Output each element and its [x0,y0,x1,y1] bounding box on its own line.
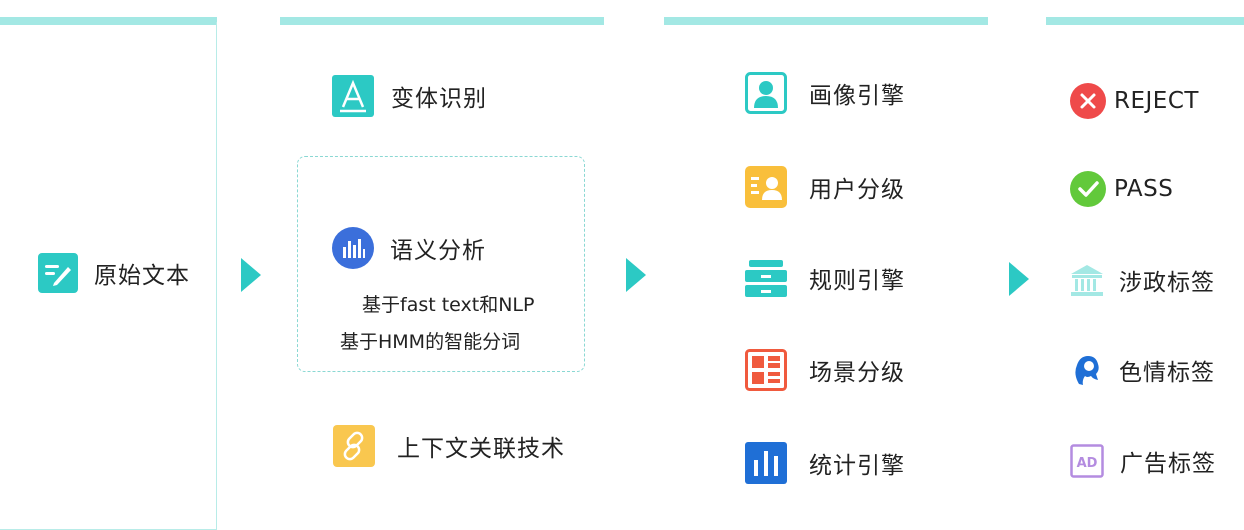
semantic-analysis-box [297,156,585,372]
engine-portrait-label: 画像引擎 [809,83,905,109]
input-stage-label: 原始文本 [94,263,190,289]
semantic-analysis: 语义分析 [332,227,486,269]
result-pass-label: PASS [1114,176,1174,202]
government-building-icon [1069,262,1105,298]
column-header-bar-analysis [280,17,604,25]
bar-chart-icon [745,442,787,484]
input-stage: 原始文本 [38,253,190,293]
check-icon [1070,171,1106,207]
context-association-label: 上下文关联技术 [397,436,565,462]
engine-user-grading: 用户分级 [745,166,905,208]
column-header-bar-engines [664,17,988,25]
result-political-tag: 涉政标签 [1069,262,1215,298]
result-ad-tag-label: 广告标签 [1120,451,1216,477]
reject-icon [1070,83,1106,119]
variant-recognition: 变体识别 [332,75,487,117]
result-political-tag-label: 涉政标签 [1119,270,1215,296]
column-header-bar-results [1046,17,1244,25]
flow-arrow-2 [626,258,646,292]
result-porn-tag: 色情标签 [1069,352,1215,388]
engine-rules-label: 规则引擎 [809,268,905,294]
result-reject-label: REJECT [1114,88,1199,114]
user-card-icon [745,166,787,208]
variant-recognition-label: 变体识别 [391,86,487,112]
engine-scene-grading: 场景分级 [745,349,905,391]
bar-chart-circle-icon [332,227,374,269]
semantic-detail-2: 基于HMM的智能分词 [340,331,521,353]
user-portrait-icon [745,72,787,114]
link-icon [333,425,375,467]
letter-a-icon [332,75,374,117]
flow-arrow-3 [1009,262,1029,296]
engine-statistics-label: 统计引擎 [809,453,905,479]
ad-badge-icon: AD [1070,444,1104,478]
engine-scene-grading-label: 场景分级 [809,360,905,386]
semantic-analysis-label: 语义分析 [390,238,486,264]
woman-silhouette-icon [1069,352,1105,388]
semantic-detail-1: 基于fast text和NLP [362,294,535,316]
engine-statistics: 统计引擎 [745,442,905,484]
edit-icon [38,253,78,293]
drawer-icon [745,257,787,299]
result-porn-tag-label: 色情标签 [1119,360,1215,386]
result-ad-tag: AD 广告标签 [1070,444,1216,478]
column-header-bar-input [0,17,217,25]
engine-user-grading-label: 用户分级 [809,177,905,203]
engine-portrait: 画像引擎 [745,72,905,114]
engine-rules: 规则引擎 [745,257,905,299]
result-reject: REJECT [1070,83,1199,119]
context-association: 上下文关联技术 [333,425,565,467]
result-pass: PASS [1070,171,1173,207]
flow-arrow-1 [241,258,261,292]
layout-grid-icon [745,349,787,391]
svg-text:AD: AD [1077,456,1098,471]
